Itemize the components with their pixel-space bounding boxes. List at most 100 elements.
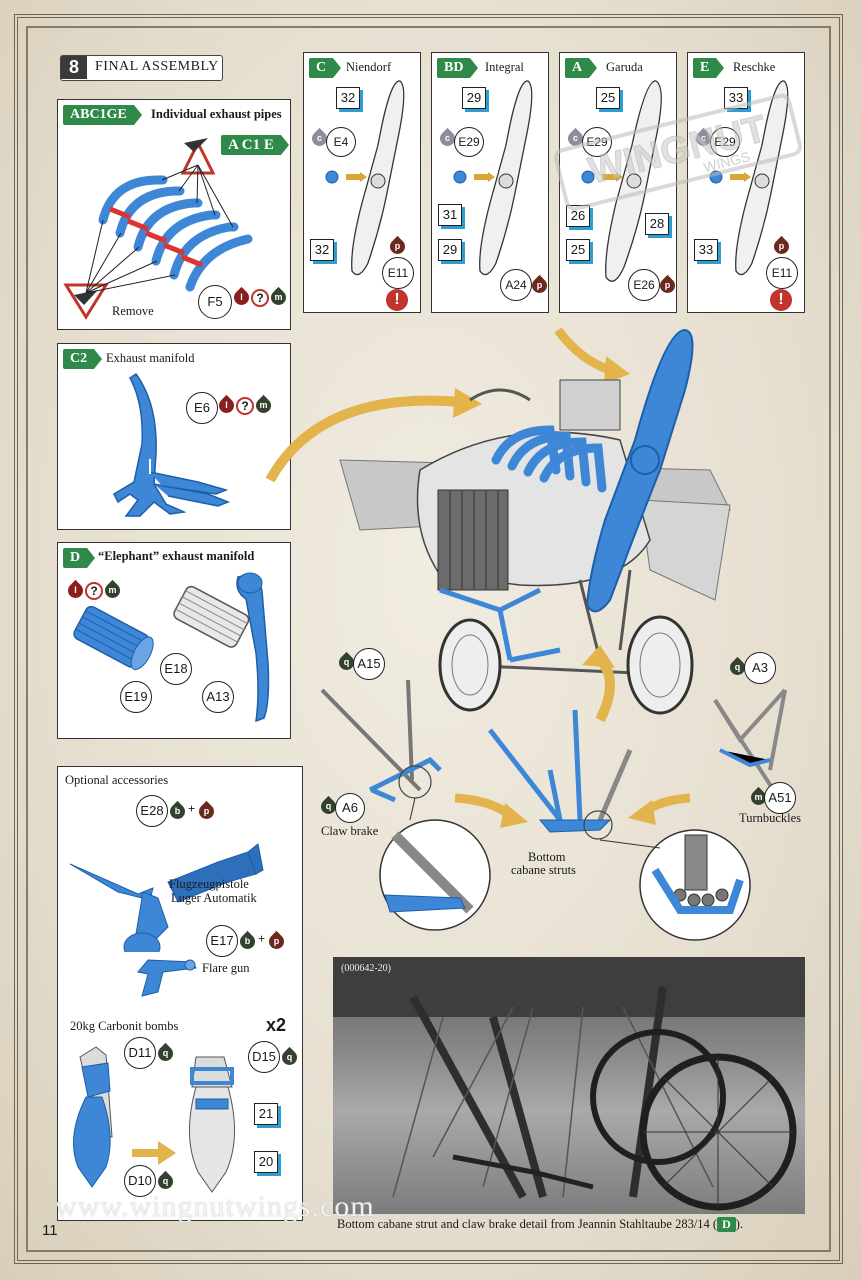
photo-caption: Bottom cabane strut and claw brake detai…	[337, 1217, 743, 1232]
variant-tag: BD	[437, 58, 480, 78]
paint-drop-icon: q	[154, 1170, 177, 1193]
part-callout: D10	[124, 1165, 156, 1197]
part-callout: E18	[160, 653, 192, 685]
part-callout: A13	[202, 681, 234, 713]
luger-pistol-illustration	[69, 843, 264, 952]
part-callout: E6	[186, 392, 218, 424]
part-callout: E26	[628, 269, 660, 301]
photo-reference-number: (000642-20)	[341, 963, 391, 974]
part-callout: E4	[326, 127, 356, 157]
paint-drop-icon: q	[154, 1042, 177, 1065]
part-callout: E29	[710, 127, 740, 157]
claw-brake-label: Claw brake	[321, 824, 379, 838]
part-callout: E19	[120, 681, 152, 713]
warning-icon: !	[386, 289, 408, 311]
paint-drop-icon: p	[386, 235, 409, 258]
elephant-manifold-illustration	[73, 572, 270, 723]
part-callout: A3	[744, 652, 776, 684]
part-callout: E29	[454, 127, 484, 157]
part-callout: E11	[766, 257, 798, 289]
step-header: 8 FINAL ASSEMBLY	[60, 55, 223, 81]
paint-drop-icon: b	[236, 930, 259, 953]
part-callout: F5	[198, 285, 232, 319]
step-title: FINAL ASSEMBLY	[95, 59, 219, 74]
propeller-illustration	[325, 80, 405, 276]
propeller-name: Niendorf	[346, 60, 392, 74]
propeller-panel-niendorf: C Niendorf 32 32 c E4 p E11 !	[303, 52, 421, 313]
part-callout: A15	[353, 648, 385, 680]
part-number-box: 25	[596, 87, 620, 109]
exhaust-manifold-panel: C2 Exhaust manifold E6 l ? m	[57, 343, 291, 530]
part-number-box: 29	[438, 239, 462, 261]
part-callout: E11	[382, 257, 414, 289]
part-number-box: 25	[566, 239, 590, 261]
part-callout: A24	[500, 269, 532, 301]
elephant-manifold-panel: D “Elephant” exhaust manifold l ? m E18 …	[57, 542, 291, 739]
part-number-box: 26	[566, 205, 590, 227]
reference-photo: (000642-20)	[333, 957, 805, 1214]
propeller-name: Garuda	[606, 60, 643, 74]
panel-title: Optional accessories	[65, 773, 169, 787]
luger-label-line2: Luger Automatik	[171, 891, 257, 905]
warning-icon: !	[770, 289, 792, 311]
propeller-name: Reschke	[733, 60, 776, 74]
page-frame	[14, 14, 843, 1264]
part-number-box: 21	[254, 1103, 278, 1125]
propeller-name: Integral	[485, 60, 524, 74]
panel-title: “Elephant” exhaust manifold	[98, 549, 255, 563]
paint-drop-icon: p	[770, 235, 793, 258]
propeller-panel-garuda: A Garuda 25 26 28 25 c E29 E26 p	[559, 52, 679, 313]
bombs-illustration	[73, 1046, 235, 1193]
question-icon: ?	[236, 397, 254, 415]
variant-tag: A	[565, 58, 598, 78]
plus-sign: +	[188, 802, 196, 816]
bottom-cabane-label-line2: cabane struts	[511, 863, 576, 877]
bombs-quantity: x2	[266, 1015, 287, 1035]
turnbuckles-label: Turnbuckles	[739, 811, 802, 825]
manifold-illustration	[113, 372, 231, 517]
sub-variant-tag: A C1 E	[221, 135, 289, 155]
aircraft-assembly-illustration	[265, 327, 787, 941]
variant-tag: ABC1GE	[63, 105, 142, 125]
part-number-box: 20	[254, 1151, 278, 1173]
paint-drop-icon: l	[215, 394, 238, 417]
part-number-box: 32	[336, 87, 360, 109]
website-watermark: www.wingnutwings.com	[55, 1190, 375, 1223]
part-number-box: 28	[645, 213, 669, 235]
panel-title: Individual exhaust pipes	[151, 107, 282, 121]
question-icon: ?	[85, 582, 103, 600]
question-icon: ?	[251, 289, 269, 307]
part-number-box: 29	[462, 87, 486, 109]
variant-tag: C2	[63, 349, 103, 369]
bottom-cabane-label: Bottom	[528, 850, 566, 864]
part-callout: A51	[764, 782, 796, 814]
exhaust-pipes-panel: ABC1GE Individual exhaust pipes A C1 E	[57, 99, 291, 330]
remove-label: Remove	[112, 304, 154, 318]
flare-gun-label: Flare gun	[202, 961, 250, 975]
part-number-box: 33	[694, 239, 718, 261]
variant-tag: E	[693, 58, 725, 78]
paint-drop-icon: b	[166, 800, 189, 823]
part-callout: A6	[335, 793, 365, 823]
luger-label: Flugzeugpistole	[169, 877, 249, 891]
plus-sign: +	[258, 932, 266, 946]
part-number-box: 31	[438, 204, 462, 226]
propeller-illustration	[453, 80, 533, 276]
page-number: 11	[42, 1222, 58, 1239]
paint-drop-icon: p	[656, 274, 679, 297]
propeller-panel-integral: BD Integral 29 31 29 c E29 A24 p	[431, 52, 551, 313]
paint-drop-icon: p	[528, 274, 551, 297]
step-number: 8	[61, 56, 87, 79]
paint-drop-icon: q	[278, 1046, 301, 1069]
wingnut-wings-watermark-logo: WINGNUT WINGS	[554, 93, 803, 211]
optional-accessories-panel: Optional accessories E28 b + p Flugzeugp…	[57, 766, 303, 1221]
panel-title: Exhaust manifold	[106, 351, 195, 365]
paint-drop-icon: p	[195, 800, 218, 823]
variant-tag: D	[63, 548, 96, 568]
flare-gun-illustration	[137, 959, 197, 997]
part-callout: E17	[206, 925, 238, 957]
photo-caption-text: Bottom cabane strut and claw brake detai…	[337, 1217, 718, 1231]
part-number-box: 32	[310, 239, 334, 261]
paint-drop-icon: p	[265, 930, 288, 953]
photo-caption-end: ).	[735, 1217, 744, 1231]
